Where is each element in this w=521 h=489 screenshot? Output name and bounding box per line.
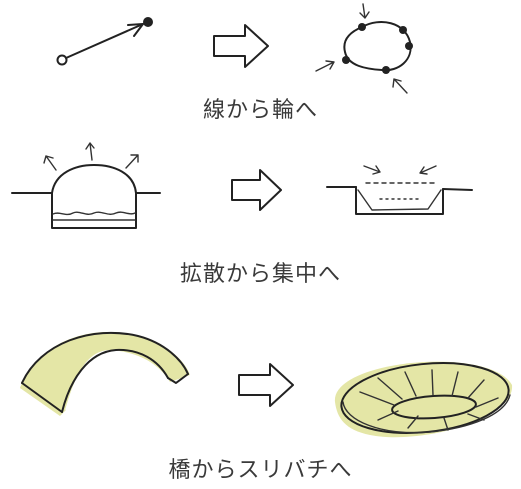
dome-outward-arrow <box>43 155 57 171</box>
dome-arc <box>51 164 137 194</box>
row1-ring-sketch <box>315 3 413 94</box>
bridge-right-end <box>167 373 189 384</box>
line-start-node <box>56 54 68 66</box>
line-arrowhead <box>127 23 144 37</box>
row3-bridge-sketch <box>20 331 190 416</box>
ring-node <box>382 66 390 74</box>
basin-inner-rim <box>391 394 477 420</box>
ring-node <box>399 26 407 34</box>
dome-outward-arrow <box>125 154 139 169</box>
basin-outer-shadow <box>342 394 511 434</box>
dome-outward-arrow <box>85 142 95 161</box>
bridge-top-edge <box>21 331 189 384</box>
caption-bridge-to-basin: 橋からスリバチへ <box>168 458 353 483</box>
ring-inward-arrow <box>315 60 335 72</box>
line-stroke <box>65 23 144 59</box>
basin-slope-lines <box>359 369 499 431</box>
bridge-highlight <box>20 332 190 410</box>
caption-line-to-ring: 線から輪へ <box>202 98 318 123</box>
row3-basin-sketch <box>334 361 513 438</box>
dome-base-wave <box>52 211 136 216</box>
ring-inward-arrow <box>359 3 370 19</box>
dome-base <box>51 192 137 229</box>
bowl-ground-right <box>442 188 473 191</box>
bowl-base <box>355 186 444 215</box>
row2-dome-sketch <box>11 142 161 229</box>
row1-transform-arrow-icon <box>213 24 269 68</box>
row2-bowl-sketch <box>326 165 473 215</box>
ring-node <box>358 23 366 31</box>
line-end-node <box>143 17 153 27</box>
ring-inward-arrow <box>392 78 408 94</box>
basin-highlight <box>334 361 513 438</box>
bowl-inward-arrow <box>419 165 437 175</box>
row1-line-sketch <box>56 17 153 66</box>
ring-node <box>405 42 413 50</box>
bowl-hollow <box>357 189 442 211</box>
bridge-inner-edge <box>61 348 169 413</box>
row2-transform-arrow-icon <box>231 169 282 211</box>
bowl-inward-arrow <box>363 165 381 175</box>
row3-transform-arrow-icon <box>238 363 294 407</box>
bridge-left-end <box>21 382 63 413</box>
ring-node <box>342 56 350 64</box>
caption-diffusion-to-concentration: 拡散から集中へ <box>179 262 341 287</box>
